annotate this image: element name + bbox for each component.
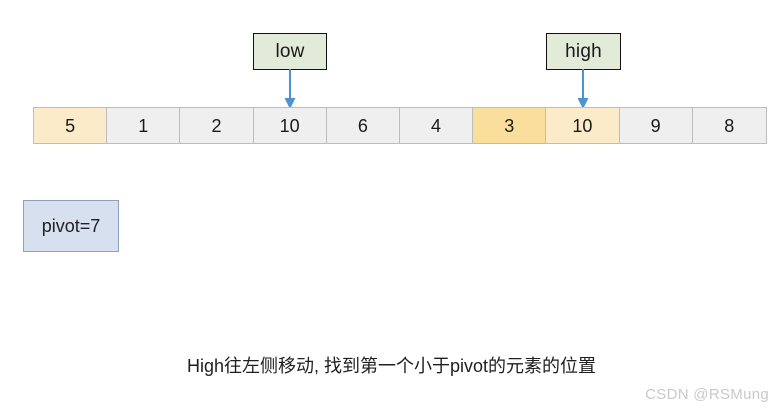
array-cell: 9 [619, 108, 693, 143]
array-cell: 10 [253, 108, 327, 143]
pointer-label-high: high [546, 33, 621, 70]
array-cell: 10 [546, 108, 620, 143]
caption-text: High往左侧移动, 找到第一个小于pivot的元素的位置 [186, 356, 597, 376]
watermark: CSDN @RSMung [645, 386, 769, 403]
array-cell: 1 [107, 108, 181, 143]
array-cell: 5 [34, 108, 108, 143]
pointer-label-low: low [253, 33, 327, 70]
array-cell: 3 [473, 108, 547, 143]
array-cell: 8 [692, 108, 766, 143]
arrow-down-icon-high [577, 69, 589, 109]
arrow-down-icon-low [284, 69, 296, 109]
pivot-box: pivot=7 [23, 200, 119, 252]
pointer-label-low-text: low [275, 41, 305, 62]
array-cell: 2 [180, 108, 254, 143]
array-row: 5 1 2 10 6 4 3 10 9 8 [33, 107, 767, 144]
pointer-label-high-text: high [565, 41, 602, 62]
array-cell: 4 [399, 108, 474, 143]
pivot-box-text: pivot=7 [41, 216, 101, 236]
array-cell: 6 [326, 108, 400, 143]
